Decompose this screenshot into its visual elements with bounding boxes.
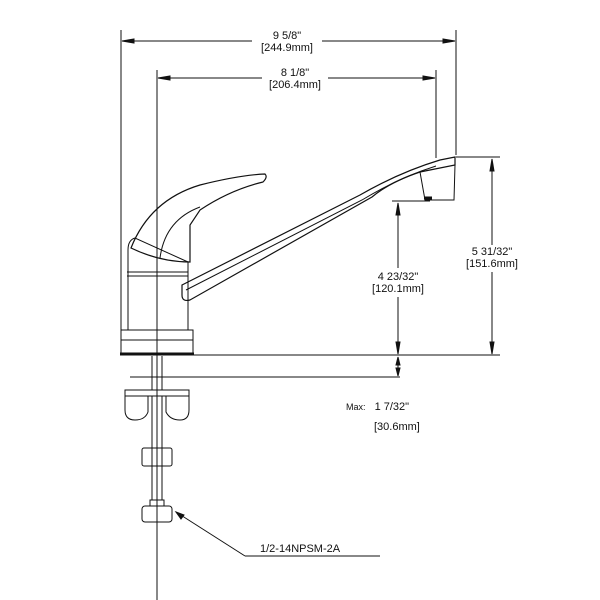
- spout-clearance-metric: [120.1mm]: [372, 283, 424, 295]
- lever-handle: [130, 173, 267, 263]
- overall-width-imperial: 9 5/8": [272, 30, 302, 42]
- overall-width-label: 9 5/8" [244.9mm]: [252, 30, 322, 54]
- deck-thickness-imperial: 1 7/32": [374, 401, 410, 413]
- thread-spec-label: 1/2-14NPSM-2A: [260, 543, 340, 555]
- spout-clearance-imperial: 4 23/32": [377, 271, 419, 283]
- overall-height-metric: [151.6mm]: [466, 258, 518, 270]
- deck-thickness-metric: [30.6mm]: [374, 421, 420, 433]
- deck-thickness-metric-wrap: [30.6mm]: [374, 421, 420, 433]
- spout-reach-imperial: 8 1/8": [280, 67, 310, 79]
- leader-line: [175, 511, 246, 557]
- overall-width-metric: [244.9mm]: [261, 42, 313, 54]
- overall-height-imperial: 5 31/32": [471, 246, 513, 258]
- mounting-hardware: [124, 356, 190, 523]
- deck-thickness-prefix: Max:: [346, 402, 366, 412]
- spout-reach-metric: [206.4mm]: [269, 79, 321, 91]
- spout-reach-label: 8 1/8" [206.4mm]: [262, 67, 328, 91]
- faucet-body: [120, 237, 194, 356]
- spout-clearance-label: 4 23/32" [120.1mm]: [364, 271, 432, 295]
- overall-height-label: 5 31/32" [151.6mm]: [458, 246, 526, 270]
- deck-thickness-label: Max: 1 7/32": [346, 401, 409, 413]
- spout: [181, 156, 456, 302]
- thread-spec-text: 1/2-14NPSM-2A: [260, 543, 341, 555]
